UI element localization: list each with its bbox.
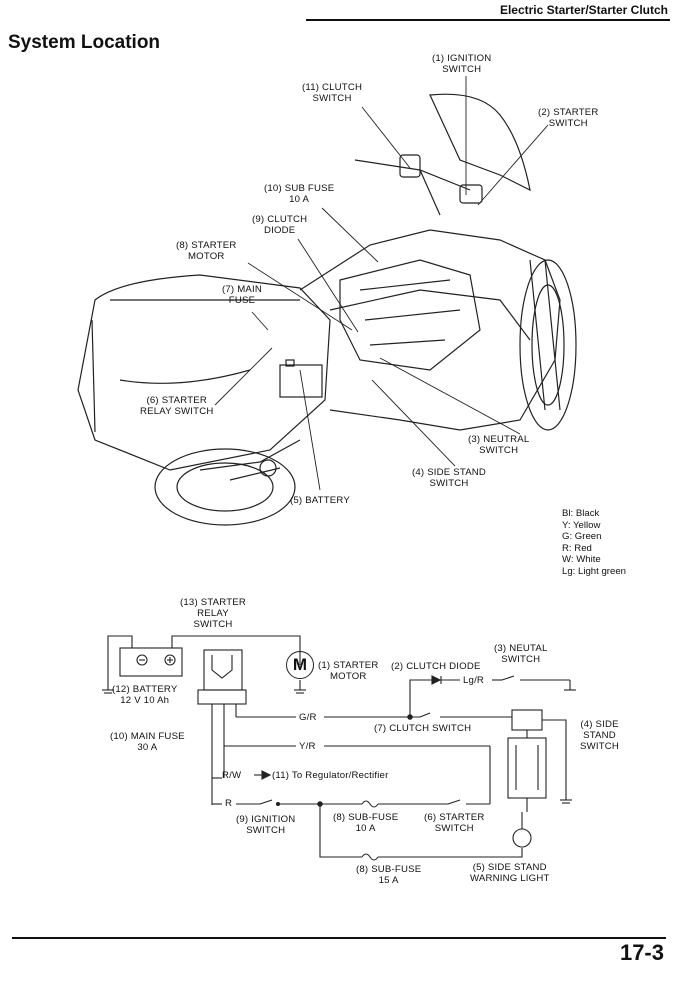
page-header: Electric Starter/Starter Clutch: [0, 0, 678, 22]
sch-label-wire-lgr: Lg/R: [463, 675, 485, 686]
sch-label-battery: (12) BATTERY 12 V 10 Ah: [112, 684, 178, 706]
sch-label-main-fuse: (10) MAIN FUSE 30 A: [110, 731, 185, 753]
header-rule: [306, 19, 670, 21]
sch-label-starter-motor: (1) STARTER MOTOR: [318, 660, 379, 682]
page-title: System Location: [8, 32, 161, 53]
label-starter-switch: (2) STARTER SWITCH: [538, 107, 599, 129]
sch-label-starter-switch: (6) STARTER SWITCH: [424, 812, 485, 834]
label-sub-fuse: (10) SUB FUSE 10 A: [264, 183, 335, 205]
label-main-fuse: (7) MAIN FUSE: [222, 284, 262, 306]
sch-label-sub-fuse-10: (8) SUB-FUSE 10 A: [333, 812, 399, 834]
warning-light-symbol: [512, 828, 532, 848]
sch-label-wire-r: R: [225, 798, 233, 809]
footer-rule: [12, 937, 666, 939]
windscreen: [429, 93, 531, 192]
label-starter-relay-switch: (6) STARTER RELAY SWITCH: [140, 395, 214, 417]
relay-symbol: [203, 649, 243, 691]
label-neutral-switch: (3) NEUTRAL SWITCH: [468, 434, 530, 456]
sch-label-warning-light: (5) SIDE STAND WARNING LIGHT: [470, 862, 550, 884]
label-battery: (5) BATTERY: [290, 495, 350, 506]
legend-item: Y: Yellow: [562, 519, 601, 531]
sch-label-regulator: (11) To Regulator/Rectifier: [272, 770, 389, 781]
label-clutch-switch: (11) CLUTCH SWITCH: [302, 82, 363, 104]
side-stand-switch-symbol: [511, 709, 543, 731]
legend-item: W: White: [562, 554, 601, 565]
rear-trunk: [77, 274, 331, 471]
sch-label-ignition-switch: (9) IGNITION SWITCH: [236, 814, 296, 836]
label-clutch-diode: (9) CLUTCH DIODE: [252, 214, 308, 236]
label-ignition-switch: (1) IGNITION SWITCH: [432, 53, 492, 75]
sch-label-neutral-switch: (3) NEUTAL SWITCH: [494, 643, 548, 665]
sch-label-wire-gr: G/R: [299, 712, 317, 723]
sch-label-clutch-diode: (2) CLUTCH DIODE: [391, 661, 481, 672]
sch-label-wire-rw: R/W: [222, 770, 242, 781]
legend-item: Bl: Black: [562, 508, 600, 519]
battery-symbol: [119, 647, 183, 677]
legend-item: R: Red: [562, 542, 592, 554]
label-side-stand-switch: (4) SIDE STAND SWITCH: [412, 467, 487, 489]
page-number: 17-3: [619, 940, 664, 965]
sch-label-starter-relay: (13) STARTER RELAY SWITCH: [180, 597, 247, 630]
legend-item: Lg: Light green: [562, 565, 627, 577]
legend-item: G: Green: [562, 531, 602, 542]
motor-symbol: M: [286, 651, 314, 679]
label-starter-motor: (8) STARTER MOTOR: [176, 240, 237, 262]
sch-label-clutch-switch: (7) CLUTCH SWITCH: [374, 723, 472, 734]
sch-label-wire-yr: Y/R: [299, 741, 316, 752]
color-legend: Bl: Black Y: Yellow G: Green R: Red W: W…: [562, 508, 626, 577]
front-wheel: [519, 259, 577, 431]
sch-label-side-stand-switch: (4) SIDE STAND SWITCH: [580, 719, 620, 752]
section-title: Electric Starter/Starter Clutch: [499, 3, 668, 17]
sch-label-sub-fuse-15: (8) SUB-FUSE 15 A: [356, 864, 422, 886]
rear-wheel: [154, 448, 296, 526]
battery-illustration: [279, 364, 323, 398]
